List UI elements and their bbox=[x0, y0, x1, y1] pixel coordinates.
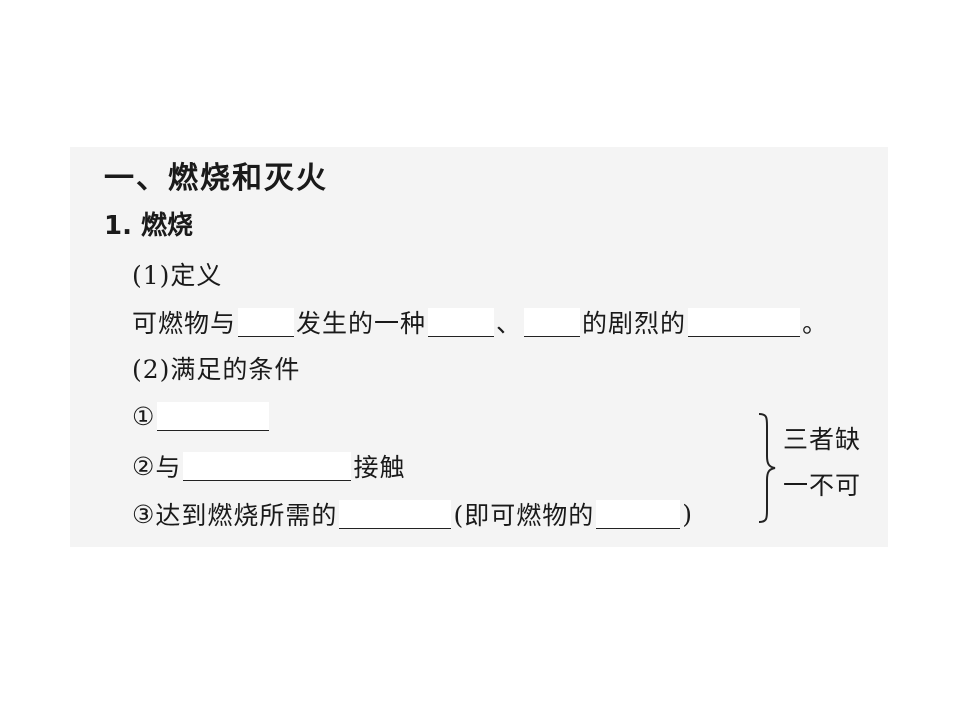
definition-text-5: 。 bbox=[802, 309, 829, 338]
blank-condition-1[interactable] bbox=[157, 402, 270, 431]
condition-1: ① bbox=[132, 402, 271, 431]
condition-3-paren-close: ) bbox=[682, 499, 693, 529]
condition-2-prefix: 与 bbox=[155, 453, 182, 482]
note-line-2: 一不可 bbox=[783, 471, 862, 500]
right-brace-icon bbox=[758, 413, 776, 523]
condition-3-prefix: 达到燃烧所需的 bbox=[155, 501, 338, 530]
blank-phenomenon-2[interactable] bbox=[524, 307, 581, 337]
blank-phenomenon-1[interactable] bbox=[428, 307, 495, 337]
condition-3-marker: ③ bbox=[132, 499, 156, 529]
condition-2-marker: ② bbox=[132, 451, 156, 481]
blank-condition-3[interactable] bbox=[339, 499, 452, 529]
condition-3: ③ 达到燃烧所需的 (即可燃物的 ) bbox=[132, 496, 693, 532]
blank-oxidant[interactable] bbox=[238, 307, 295, 337]
definition-text-3: 、 bbox=[496, 309, 523, 338]
blank-condition-2[interactable] bbox=[183, 451, 352, 481]
blank-ignition-point[interactable] bbox=[596, 499, 681, 529]
note-line-1: 三者缺 bbox=[783, 425, 862, 454]
condition-1-marker: ① bbox=[132, 402, 156, 431]
definition-text-4: 的剧烈的 bbox=[582, 309, 687, 338]
subsection-title: 1. 燃烧 bbox=[104, 211, 194, 241]
condition-2: ② 与 接触 bbox=[132, 448, 405, 484]
blank-reaction-type[interactable] bbox=[688, 307, 801, 337]
condition-3-paren-open: (即可燃物的 bbox=[453, 501, 595, 530]
definition-sentence: 可燃物与 发生的一种 、 的剧烈的 。 bbox=[132, 304, 828, 340]
definition-heading: (1)定义 bbox=[132, 261, 223, 290]
conditions-heading: (2)满足的条件 bbox=[132, 355, 301, 384]
definition-text-2: 发生的一种 bbox=[296, 309, 427, 338]
condition-2-suffix: 接触 bbox=[353, 453, 406, 482]
section-title: 一、燃烧和灭火 bbox=[104, 161, 328, 196]
definition-text-1: 可燃物与 bbox=[132, 309, 237, 338]
